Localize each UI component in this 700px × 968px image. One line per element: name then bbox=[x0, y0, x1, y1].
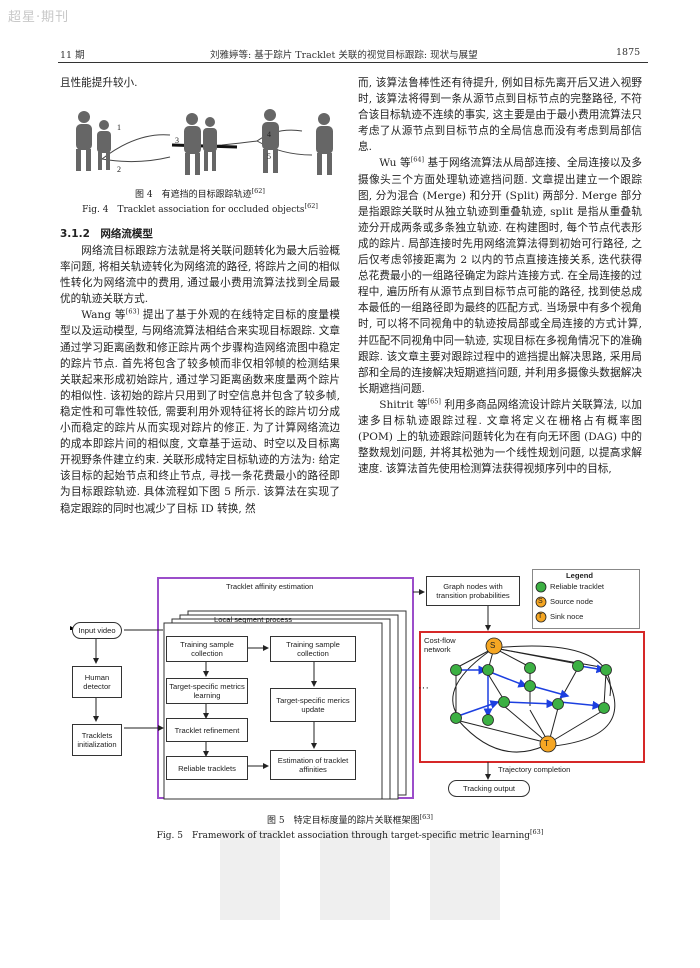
reliable-tracklet-node bbox=[598, 702, 610, 714]
figure-5-caption-en: Fig. 5 Framework of tracklet association… bbox=[156, 828, 544, 841]
legend-reliable: Reliable tracklet bbox=[550, 582, 605, 591]
right-body-text: 而, 该算法鲁棒性还有待提升, 例如目标先离开后又进入视野时, 该算法将得到一条… bbox=[358, 75, 642, 477]
ellipsis: ··· bbox=[418, 682, 429, 694]
reliable-tracklet-node bbox=[524, 680, 536, 692]
fig4-track-label: 2 bbox=[117, 165, 121, 174]
legend-sink: Sink noce bbox=[550, 612, 584, 621]
tracking-output-box: Tracking output bbox=[448, 780, 530, 797]
fig4-track-label: 4 bbox=[267, 130, 271, 139]
reliable-tracklet-node bbox=[600, 664, 612, 676]
metrics-update-box: Target-specific merics update bbox=[270, 688, 356, 722]
paragraph: Shitrit 等[65] 利用多商品网络流设计踪片关联算法, 以加速多目标轨迹… bbox=[358, 397, 642, 476]
source-node-label: S bbox=[490, 641, 496, 650]
training-sample-box: Training sample collection bbox=[270, 636, 356, 662]
header-rule bbox=[58, 62, 648, 63]
figure-4-illustration: 1 2 3 4 5 bbox=[76, 109, 333, 175]
seal-watermark-icon bbox=[220, 830, 500, 920]
training-sample-box: Training sample collection bbox=[166, 636, 248, 662]
metrics-learning-box: Target-specific metrics learning bbox=[166, 678, 248, 704]
reliable-tracklet-node bbox=[482, 714, 494, 726]
figure-4-caption-en: Fig. 4 Tracklet association for occluded… bbox=[82, 202, 318, 215]
intro-line: 且性能提升较小. bbox=[60, 77, 138, 89]
legend-source-letter: S bbox=[538, 598, 543, 605]
legend-sink-letter: T bbox=[538, 613, 543, 620]
paragraph: 网络流目标跟踪方法就是将关联问题转化为最大后验概率问题, 将相关轨迹转化为网络流… bbox=[60, 245, 340, 306]
graph-nodes-box: Graph nodes with transition probabilitie… bbox=[426, 576, 520, 606]
legend-sink-icon bbox=[535, 611, 547, 623]
fig4-track-label: 1 bbox=[117, 123, 121, 132]
reliable-tracklets-box: Reliable tracklets bbox=[166, 756, 248, 780]
cost-flow-label: Cost-flow network bbox=[424, 636, 456, 654]
source-node bbox=[485, 637, 503, 655]
reliable-tracklet-node bbox=[482, 664, 494, 676]
legend-source-icon bbox=[535, 596, 547, 608]
tracklet-affinity-label: Tracklet affinity estimation bbox=[226, 582, 314, 591]
left-body-text: 网络流目标跟踪方法就是将关联问题转化为最大后验概率问题, 将相关轨迹转化为网络流… bbox=[60, 243, 340, 517]
paragraph: 而, 该算法鲁棒性还有待提升, 例如目标先离开后又进入视野时, 该算法将得到一条… bbox=[358, 77, 642, 154]
figure-5-caption-cn: 图 5 特定目标度量的踪片关联框架图[63] bbox=[267, 813, 433, 826]
legend-box bbox=[532, 569, 640, 629]
reliable-tracklet-node bbox=[450, 712, 462, 724]
sink-node bbox=[539, 735, 557, 753]
figure-5-diagram: S T S T Input video Human detector Track… bbox=[58, 566, 650, 806]
tracklets-init-box: Tracklets initialization bbox=[72, 724, 122, 756]
paragraph: Wang 等[63] 提出了基于外观的在线特定目标的度量模型以及运动模型, 与网… bbox=[60, 307, 340, 515]
fig4-track-label: 3 bbox=[175, 136, 179, 145]
issue-number: 11 期 bbox=[60, 50, 85, 61]
reliable-tracklet-node bbox=[498, 696, 510, 708]
running-title: 刘雅婷等: 基于踪片 Tracklet 关联的视觉目标跟踪: 现状与展望 bbox=[210, 50, 478, 61]
trajectory-completion-label: Trajectory completion bbox=[498, 765, 571, 774]
input-video-box: Input video bbox=[72, 622, 122, 639]
page-number: 1875 bbox=[616, 47, 641, 58]
legend-green-icon bbox=[535, 581, 547, 593]
reliable-tracklet-node bbox=[524, 662, 536, 674]
reliable-tracklet-node bbox=[572, 660, 584, 672]
legend-title: Legend bbox=[566, 571, 594, 580]
tracklet-refinement-box: Tracklet refinement bbox=[166, 718, 248, 742]
sink-node-label: T bbox=[544, 739, 549, 748]
local-segment-label: Local segment process bbox=[214, 615, 293, 624]
fig4-track-label: 5 bbox=[267, 152, 271, 161]
reliable-tracklet-node bbox=[552, 698, 564, 710]
human-detector-box: Human detector bbox=[72, 666, 122, 698]
paragraph: Wu 等[64] 基于网络流算法从局部连接、全局连接以及多摄像头三个方面处理轨迹… bbox=[358, 155, 642, 395]
legend-source: Source node bbox=[550, 597, 594, 606]
journal-logo: 超星·期刊 bbox=[8, 10, 70, 25]
affinities-estimation-box: Estimation of tracklet affinities bbox=[270, 750, 356, 780]
section-heading: 3.1.2 网络流模型 bbox=[60, 228, 153, 240]
figure-4-caption-cn: 图 4 有遮挡的目标跟踪轨迹[62] bbox=[135, 187, 265, 200]
reliable-tracklet-node bbox=[450, 664, 462, 676]
